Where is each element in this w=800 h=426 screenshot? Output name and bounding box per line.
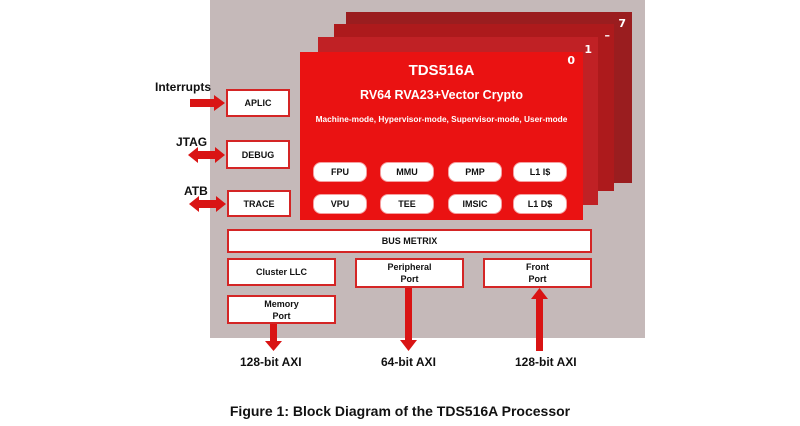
memory-port-down-arrow-icon	[265, 324, 282, 351]
core-modes: Machine-mode, Hypervisor-mode, Superviso…	[315, 114, 568, 124]
figure-caption: Figure 1: Block Diagram of the TDS516A P…	[229, 403, 571, 419]
memory-port-block: Memory Port	[227, 295, 336, 324]
peripheral-port-line2: Port	[400, 274, 419, 284]
unit-l1-dcache: L1 D$	[513, 194, 567, 214]
core-subtitle: RV64 RVA23+Vector Crypto	[360, 88, 523, 102]
front-port-block: Front Port	[483, 258, 592, 288]
core-layer-ellipsis-label: –	[604, 29, 611, 42]
core-title: TDS516A	[408, 62, 475, 79]
unit-imsic: IMSIC	[448, 194, 502, 214]
core-layer-0: 0 TDS516A RV64 RVA23+Vector Crypto Machi…	[300, 52, 583, 220]
memory-port-line1: Memory	[264, 298, 299, 309]
unit-l1-icache: L1 I$	[513, 162, 567, 182]
core-layer-0-label: 0	[567, 54, 575, 67]
aplic-block: APLIC	[226, 89, 290, 117]
core-layer-7-label: 7	[618, 17, 626, 30]
interrupts-label: Interrupts	[155, 80, 212, 94]
unit-mmu: MMU	[380, 162, 434, 182]
peripheral-port-block: Peripheral Port	[355, 258, 464, 288]
atb-bidirectional-arrow-icon	[189, 196, 226, 212]
front-port-up-arrow-icon	[531, 288, 548, 351]
peripheral-port-down-arrow-icon	[400, 288, 417, 351]
front-port-line2: Port	[528, 274, 547, 284]
peripheral-axi-label: 64-bit AXI	[381, 355, 436, 369]
jtag-bidirectional-arrow-icon	[188, 147, 225, 163]
trace-block: TRACE	[227, 190, 291, 217]
peripheral-port-line1: Peripheral	[387, 262, 432, 272]
interrupts-arrow-icon	[190, 95, 225, 111]
unit-pmp: PMP	[448, 162, 502, 182]
bus-matrix-block: BUS METRIX	[227, 229, 592, 253]
unit-vpu: VPU	[313, 194, 367, 214]
core-layer-1-label: 1	[584, 43, 592, 56]
front-axi-label: 128-bit AXI	[515, 355, 577, 369]
memory-port-line2: Port	[272, 310, 291, 321]
cluster-llc-block: Cluster LLC	[227, 258, 336, 286]
atb-label: ATB	[184, 184, 208, 198]
unit-fpu: FPU	[313, 162, 367, 182]
front-port-line1: Front	[526, 262, 549, 272]
debug-block: DEBUG	[226, 140, 290, 169]
jtag-label: JTAG	[176, 135, 208, 149]
memory-axi-label: 128-bit AXI	[240, 355, 302, 369]
unit-tee: TEE	[380, 194, 434, 214]
